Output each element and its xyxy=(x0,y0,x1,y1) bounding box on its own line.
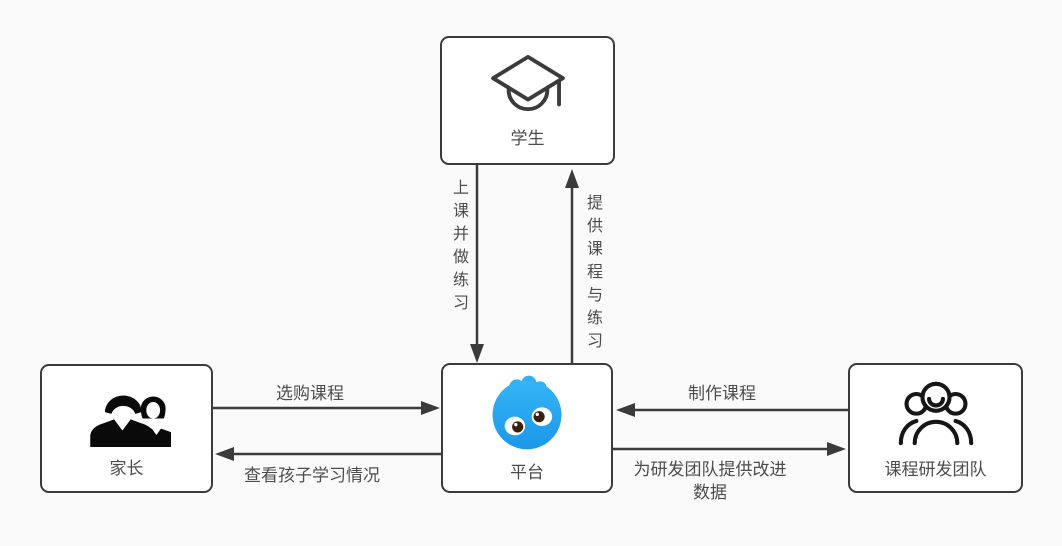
arrow-team-to-platform xyxy=(616,403,848,417)
node-label-platform: 平台 xyxy=(510,463,544,482)
arrow-parents-to-platform xyxy=(213,401,440,415)
edge-label-improvement-data: 为研发团队提供改进 数据 xyxy=(600,458,820,504)
edge-label-provide-courses: 提供课程与练习 xyxy=(584,194,601,355)
mascot-icon xyxy=(486,373,568,451)
edge-label-improvement-data-line1: 为研发团队提供改进 xyxy=(633,460,787,479)
parents-couple-icon xyxy=(83,379,171,447)
edge-label-view-child-progress: 查看孩子学习情况 xyxy=(244,466,380,485)
node-parents: 家长 xyxy=(40,364,213,493)
edge-label-improvement-data-line2: 数据 xyxy=(693,483,727,502)
team-group-icon xyxy=(891,376,981,448)
arrow-platform-to-parents xyxy=(215,447,441,461)
node-label-team: 课程研发团队 xyxy=(884,460,987,479)
arrow-platform-to-student xyxy=(565,169,579,363)
node-label-parents: 家长 xyxy=(109,458,144,478)
node-team: 课程研发团队 xyxy=(848,363,1023,493)
arrow-platform-to-team xyxy=(613,442,846,456)
arrow-student-to-platform xyxy=(470,165,484,363)
node-platform: 平台 xyxy=(441,363,613,493)
edge-label-attend-class: 上课并做练习 xyxy=(450,179,467,317)
node-student: 学生 xyxy=(440,36,615,165)
graduation-cap-icon xyxy=(486,53,570,117)
node-label-student: 学生 xyxy=(510,128,545,148)
edge-label-make-courses: 制作课程 xyxy=(688,384,756,403)
edge-label-buy-courses: 选购课程 xyxy=(276,384,344,403)
